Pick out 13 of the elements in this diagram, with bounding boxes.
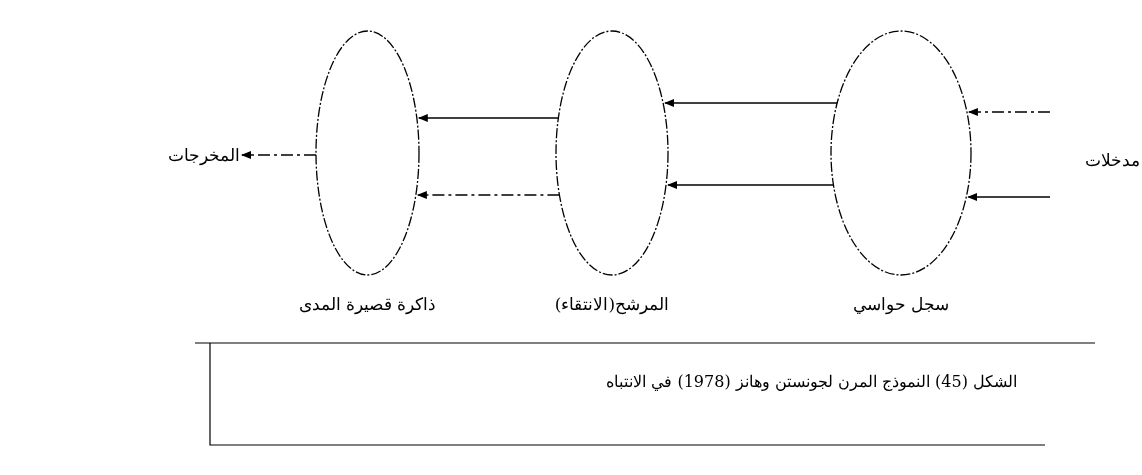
figure-caption: الشكل (45) النموذج المرن لجونستن وهانز (1978) في الانتباه — [606, 372, 1017, 391]
stage-label: سجل حواسي — [852, 294, 950, 314]
arrow — [667, 181, 835, 189]
arrow — [241, 151, 317, 159]
stage-label: ذاكرة قصيرة المدى — [298, 294, 437, 314]
input-label: مدخلات — [1085, 150, 1140, 170]
arrow — [664, 99, 838, 107]
stage-label: المرشح(الانتقاء) — [554, 294, 670, 314]
arrow — [967, 108, 1051, 116]
arrow — [417, 114, 560, 122]
output-label: المخرجات — [168, 145, 240, 165]
arrow — [416, 191, 561, 199]
arrow — [967, 193, 1051, 201]
